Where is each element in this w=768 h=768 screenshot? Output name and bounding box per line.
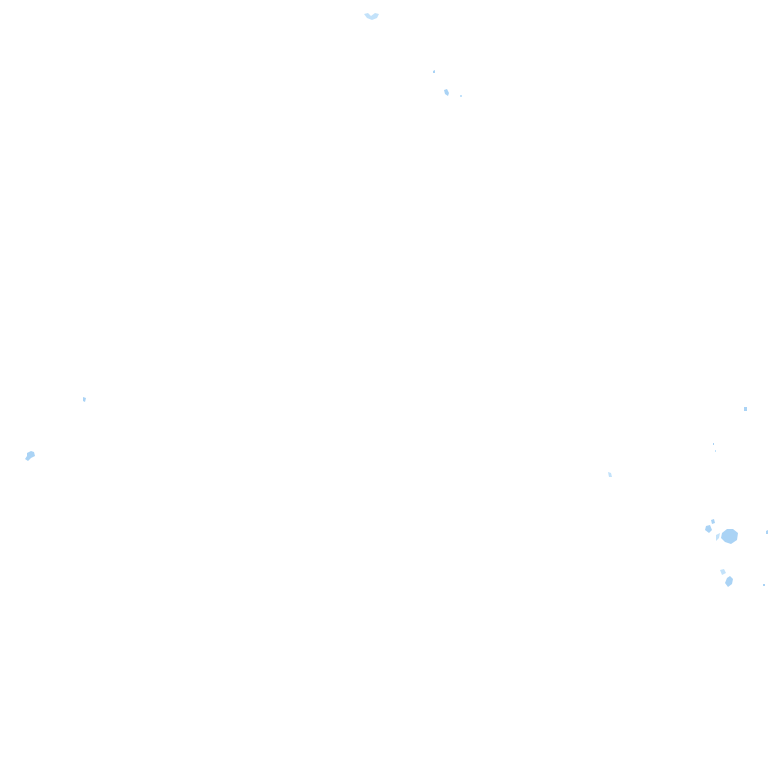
water-body xyxy=(720,569,726,575)
water-body xyxy=(716,533,720,541)
water-body xyxy=(721,529,738,544)
water-body xyxy=(725,576,733,587)
water-body xyxy=(608,472,612,477)
water-body xyxy=(364,13,379,20)
water-body xyxy=(744,407,747,411)
water-body xyxy=(711,519,715,524)
water-body xyxy=(433,70,435,73)
water-body xyxy=(763,584,765,586)
water-body xyxy=(83,397,86,402)
water-body xyxy=(715,450,716,452)
water-body xyxy=(25,451,35,461)
water-body xyxy=(713,443,714,445)
water-body xyxy=(444,89,449,96)
water-body xyxy=(460,95,462,97)
water-bodies xyxy=(25,13,768,587)
water-body xyxy=(705,525,712,533)
